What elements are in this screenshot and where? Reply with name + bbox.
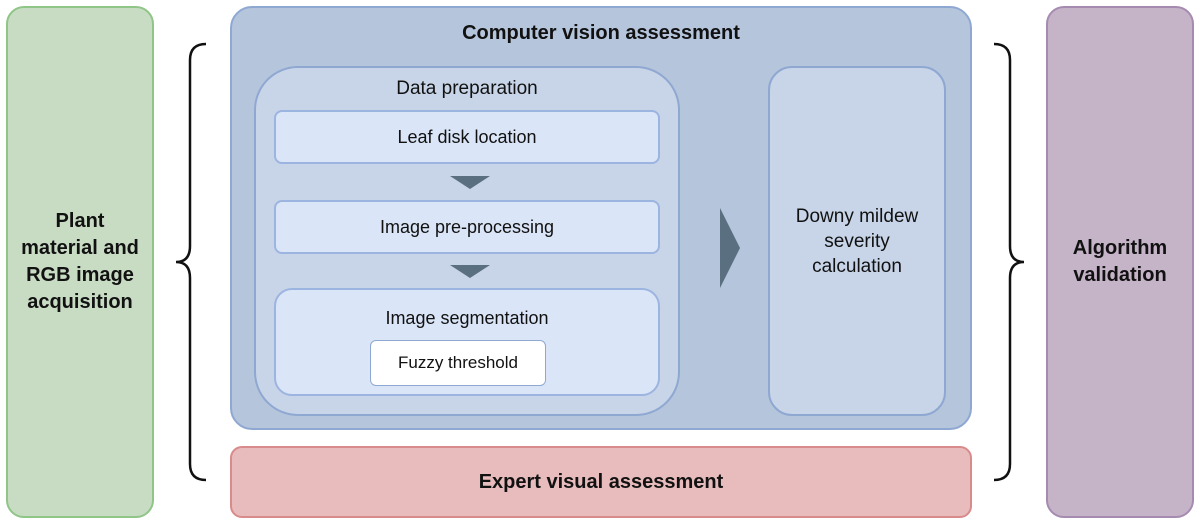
left-curly-brace-icon	[175, 42, 207, 482]
algorithm-validation-label: Algorithm validation	[1072, 237, 1168, 286]
right-curly-brace-icon	[993, 42, 1025, 482]
computer-vision-title: Computer vision assessment	[462, 22, 740, 44]
algorithm-validation-block: Algorithm validation	[1046, 6, 1194, 518]
fuzzy-threshold-box: Fuzzy threshold	[370, 340, 546, 386]
step-leaf-disk-location: Leaf disk location	[274, 110, 660, 164]
downy-mildew-severity-label: Downy mildew severity calculation	[795, 205, 919, 277]
expert-visual-assessment-block: Expert visual assessment	[230, 446, 972, 518]
fuzzy-threshold-label: Fuzzy threshold	[398, 353, 518, 372]
downy-mildew-severity-block: Downy mildew severity calculation	[768, 66, 946, 416]
data-preparation-title: Data preparation	[396, 78, 538, 99]
plant-material-block: Plant material and RGB image acquisition	[6, 6, 154, 518]
expert-visual-assessment-label: Expert visual assessment	[478, 470, 724, 493]
step-label: Image segmentation	[385, 308, 549, 328]
plant-material-label: Plant material and RGB image acquisition	[21, 210, 139, 313]
step-image-preprocessing: Image pre-processing	[274, 200, 660, 254]
step-label: Image pre-processing	[379, 216, 555, 237]
step-label: Leaf disk location	[397, 126, 537, 147]
